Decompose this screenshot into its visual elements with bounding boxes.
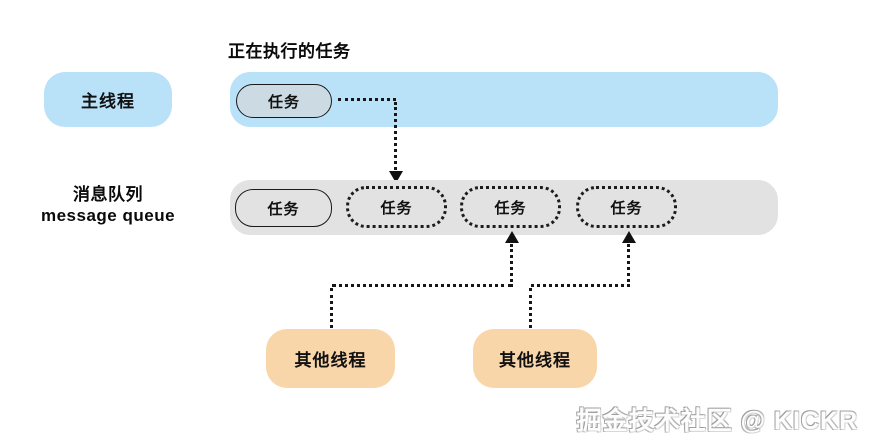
queue-label-en: message queue <box>40 206 176 225</box>
queue-task-1: 任务 <box>235 189 332 227</box>
executing-task-box: 任务 <box>236 84 332 118</box>
connector-a-vertical-lower <box>330 288 333 328</box>
connector-exec-horizontal <box>338 98 396 101</box>
connector-b-vertical-lower <box>529 288 532 328</box>
other-thread-1: 其他线程 <box>266 329 395 388</box>
connector-a-vertical-upper <box>510 244 513 287</box>
arrow-up-into-task4 <box>622 231 636 243</box>
queue-task-2: 任务 <box>346 186 447 228</box>
executing-task-caption: 正在执行的任务 <box>228 42 351 61</box>
arrow-up-into-task3 <box>505 231 519 243</box>
watermark: 掘金技术社区 @ KICKR <box>576 407 858 435</box>
connector-a-horizontal <box>332 284 512 287</box>
connector-b-vertical-upper <box>627 244 630 287</box>
queue-label: 消息队列 message queue <box>17 184 199 226</box>
main-thread-label: 主线程 <box>44 72 172 127</box>
other-thread-2: 其他线程 <box>473 329 597 388</box>
connector-exec-vertical <box>394 102 397 170</box>
queue-task-3: 任务 <box>460 186 561 228</box>
queue-task-4: 任务 <box>576 186 677 228</box>
connector-b-horizontal <box>531 284 630 287</box>
queue-label-cn: 消息队列 <box>73 185 143 204</box>
